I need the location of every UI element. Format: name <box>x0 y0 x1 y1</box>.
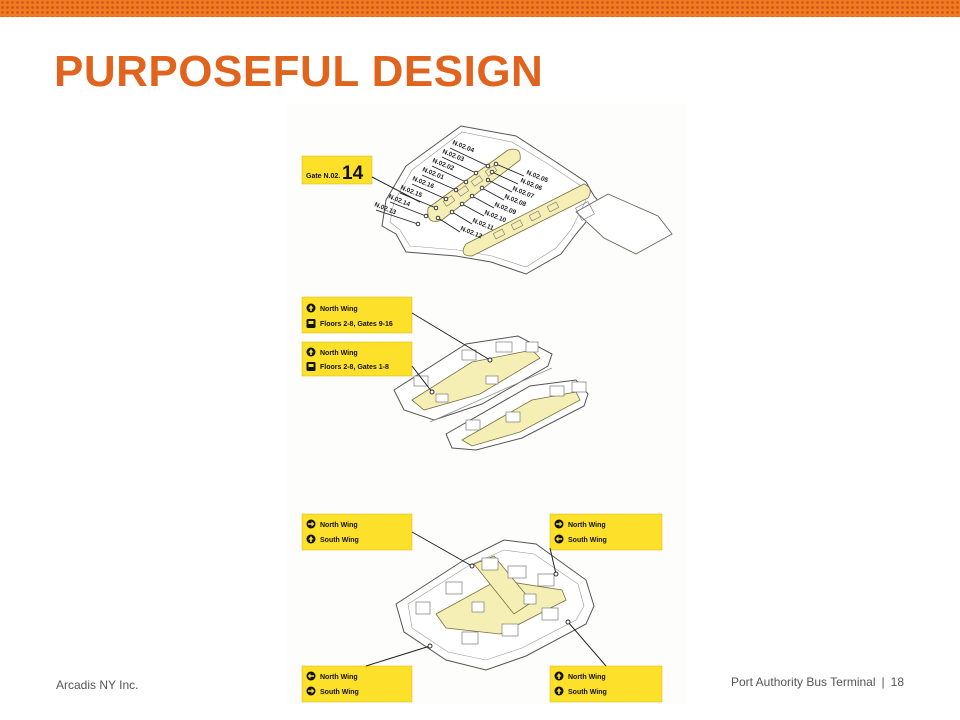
footer-project: Port Authority Bus Terminal <box>731 675 876 689</box>
decorative-top-band <box>0 0 960 17</box>
sign-line: South Wing <box>568 537 607 544</box>
sign-line: North Wing <box>320 306 358 313</box>
gate-sign <box>301 155 373 185</box>
hub-level-diagram: North Wing South Wing North Wing South W… <box>301 513 663 703</box>
wayfinding-sign <box>301 513 413 551</box>
sign-line: Floors 2-8, Gates 9-16 <box>320 321 393 328</box>
sign-line: South Wing <box>320 689 359 696</box>
footer-company: Arcadis NY Inc. <box>56 678 139 692</box>
sign-line: South Wing <box>320 537 359 544</box>
sign-line: North Wing <box>320 350 358 357</box>
sign-line: South Wing <box>568 689 607 696</box>
signage-diagram-figure: Gate N.02. 14 N.02.04 N.02.03 N.02.02 N.… <box>286 104 686 704</box>
wayfinding-sign <box>301 296 413 334</box>
floor-direction-diagram: North Wing Floors 2-8, Gates 9-16 North … <box>301 296 589 451</box>
footer-separator: | <box>881 675 885 689</box>
wayfinding-sign <box>301 341 413 377</box>
gate-sign-prefix: Gate N.02. <box>306 173 340 180</box>
gate-level-diagram: Gate N.02. 14 N.02.04 N.02.03 N.02.02 N.… <box>301 125 673 275</box>
gate-sign-number: 14 <box>342 163 364 184</box>
sign-line: North Wing <box>568 522 606 529</box>
wayfinding-sign <box>301 665 413 703</box>
sign-line: Floors 2-8, Gates 1-8 <box>320 364 389 371</box>
sign-line: North Wing <box>568 674 606 681</box>
sign-line: North Wing <box>320 522 358 529</box>
footer-project-info: Port Authority Bus Terminal | 18 <box>731 675 904 689</box>
page-number: 18 <box>890 675 904 689</box>
wayfinding-sign <box>549 513 663 551</box>
sign-line: North Wing <box>320 674 358 681</box>
wayfinding-sign <box>549 665 663 703</box>
page-title: PURPOSEFUL DESIGN <box>54 47 544 96</box>
